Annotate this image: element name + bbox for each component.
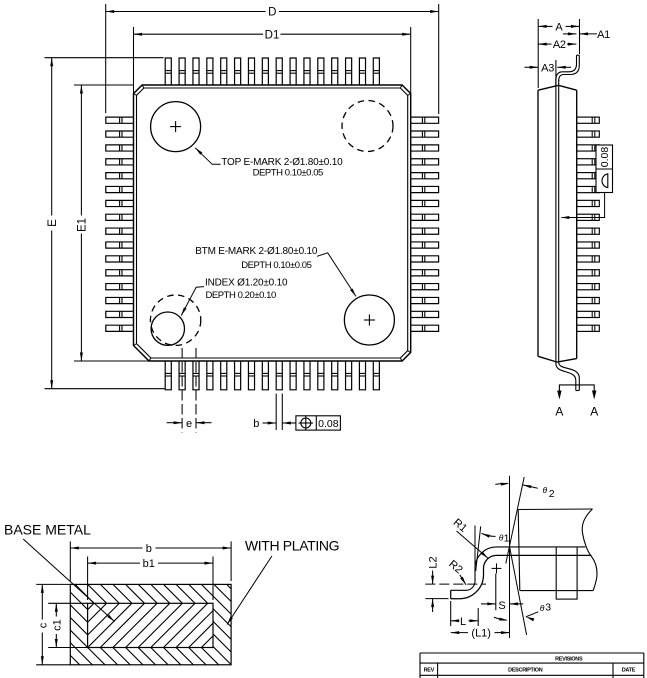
svg-text:A1: A1 — [597, 29, 610, 41]
svg-text:b: b — [146, 543, 152, 555]
svg-text:DEPTH 0.10±0.05: DEPTH 0.10±0.05 — [241, 260, 311, 271]
svg-text:WITH PLATING: WITH PLATING — [245, 537, 339, 553]
svg-text:θ: θ — [540, 603, 545, 613]
svg-text:R2: R2 — [446, 558, 464, 576]
svg-text:c1: c1 — [51, 619, 63, 631]
svg-text:DATE: DATE — [622, 668, 636, 674]
svg-text:L: L — [460, 616, 466, 628]
svg-text:0.08: 0.08 — [599, 147, 611, 168]
svg-text:D1: D1 — [265, 29, 280, 41]
svg-text:REV: REV — [424, 668, 435, 674]
svg-text:(L1): (L1) — [471, 628, 491, 640]
svg-text:E: E — [47, 219, 59, 227]
svg-text:A2: A2 — [553, 39, 566, 51]
svg-text:REVISIONS: REVISIONS — [555, 656, 583, 662]
svg-text:TOP E-MARK 2-Ø1.80±0.10: TOP E-MARK 2-Ø1.80±0.10 — [221, 157, 343, 168]
svg-text:BTM E-MARK 2-Ø1.80±0.10: BTM E-MARK 2-Ø1.80±0.10 — [195, 246, 318, 257]
svg-text:1: 1 — [504, 533, 510, 545]
svg-text:E1: E1 — [77, 218, 89, 232]
svg-text:b: b — [253, 418, 259, 430]
svg-text:θ: θ — [543, 485, 548, 495]
svg-text:3: 3 — [545, 601, 551, 613]
svg-text:DEPTH 0.20±0.10: DEPTH 0.20±0.10 — [206, 290, 276, 301]
svg-text:S: S — [498, 600, 505, 612]
svg-text:θ: θ — [499, 532, 504, 542]
svg-text:DESCRIPTION: DESCRIPTION — [508, 668, 543, 674]
svg-text:2: 2 — [549, 488, 555, 500]
svg-text:D: D — [268, 7, 276, 19]
svg-text:A: A — [555, 405, 563, 419]
svg-text:e: e — [186, 418, 192, 430]
svg-text:c: c — [37, 622, 49, 628]
svg-text:A3: A3 — [541, 62, 554, 74]
svg-text:A: A — [555, 21, 563, 33]
svg-text:L2: L2 — [428, 556, 440, 568]
svg-text:DEPTH 0.10±0.05: DEPTH 0.10±0.05 — [253, 167, 323, 178]
svg-text:A: A — [590, 405, 598, 419]
svg-text:b1: b1 — [143, 558, 155, 570]
svg-text:BASE METAL: BASE METAL — [4, 521, 91, 537]
svg-text:INDEX Ø1.20±0.10: INDEX Ø1.20±0.10 — [205, 277, 288, 288]
svg-text:R1: R1 — [451, 517, 469, 535]
svg-text:0.08: 0.08 — [318, 418, 339, 430]
